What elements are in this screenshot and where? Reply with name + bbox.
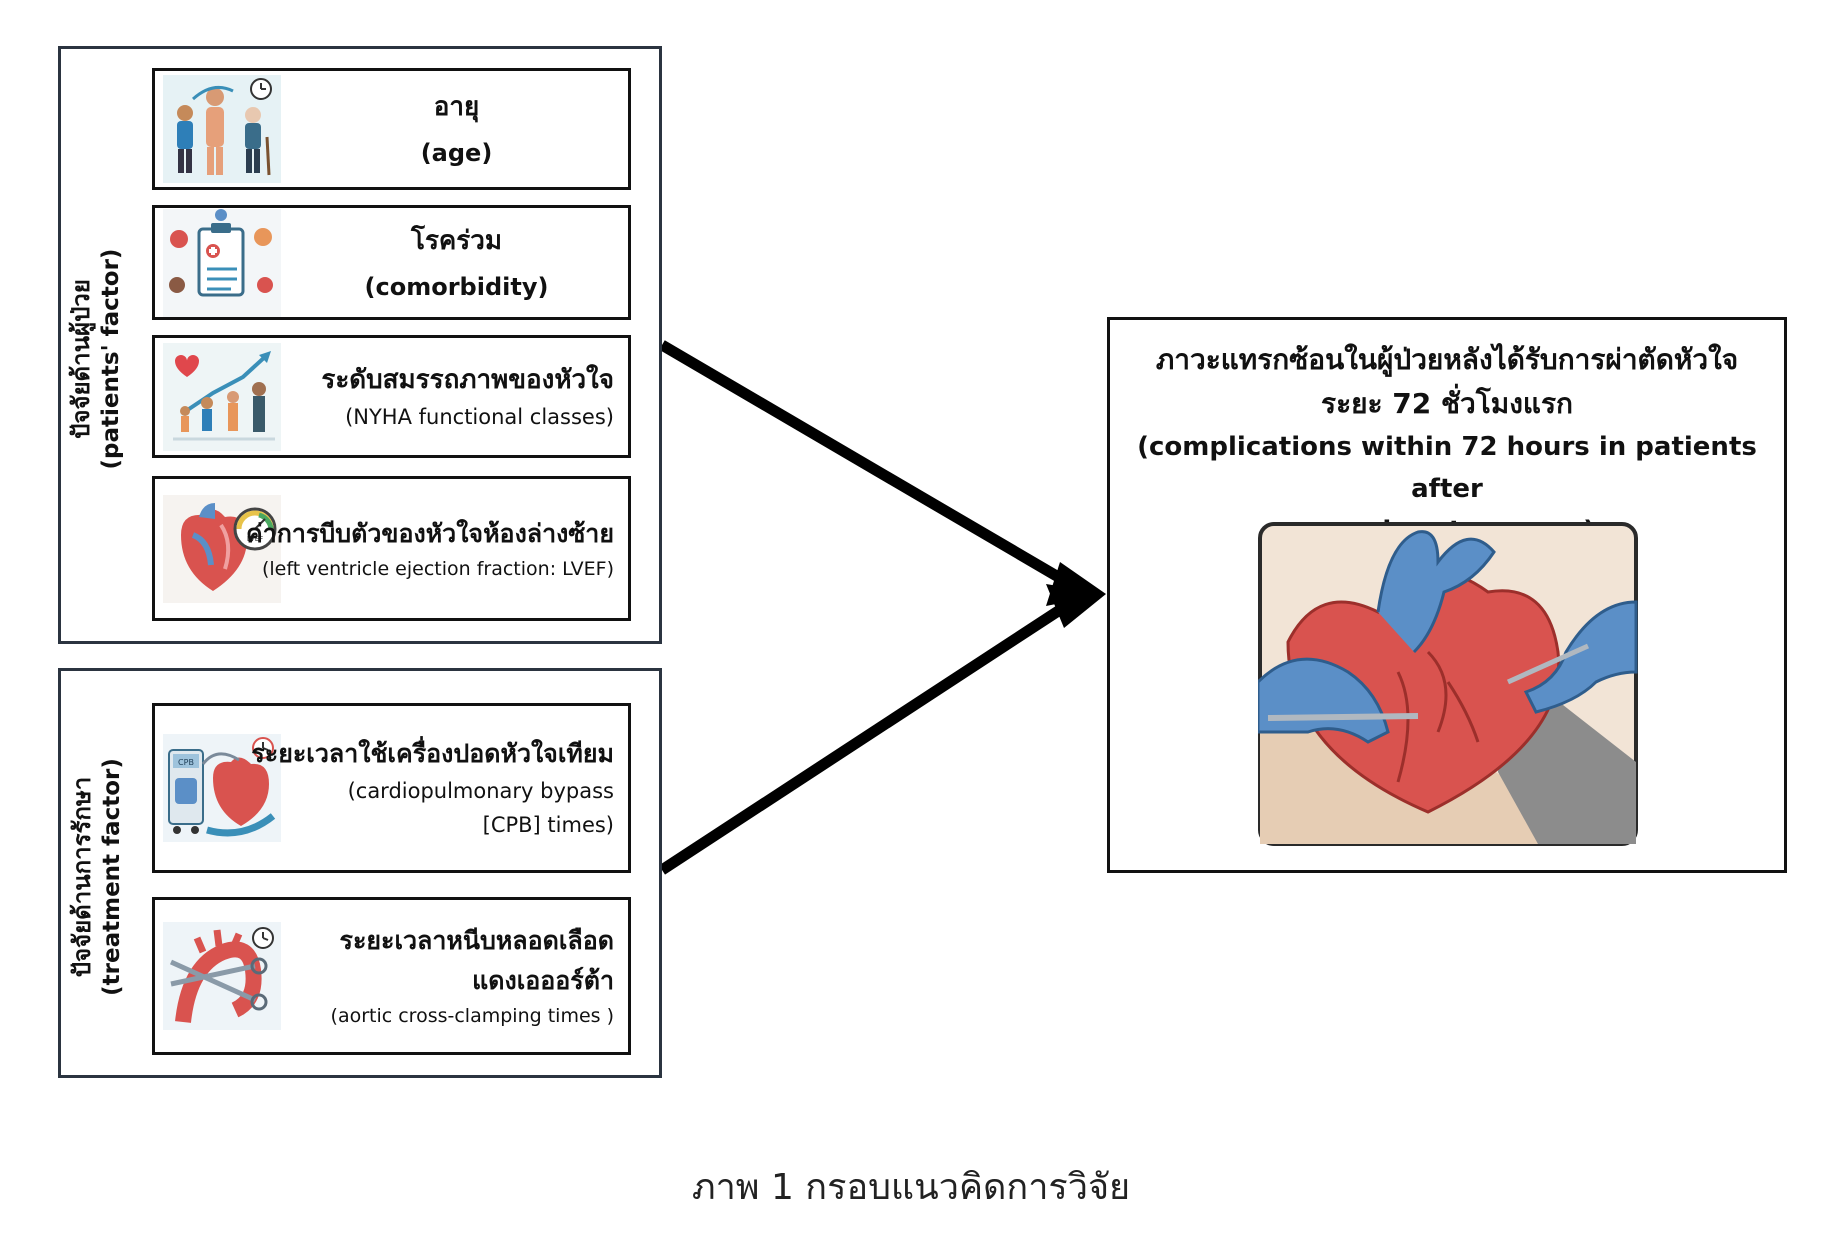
factor-title-en: [CPB] times): [482, 813, 614, 837]
arrow-treatment-to-outcome: [658, 597, 1076, 875]
factor-box-lvef: LVEF ค่าการบีบตัวของหัวใจห้องล่างซ้าย (l…: [152, 476, 631, 621]
factor-box-age: อายุ (age): [152, 68, 631, 190]
factor-title-th: โรคร่วม: [410, 225, 503, 256]
factor-title-th: ระยะเวลาหนีบหลอดเลือด: [339, 926, 614, 955]
factor-title-th: แดงเอออร์ต้า: [472, 966, 614, 995]
walking-people-icon: [163, 342, 281, 451]
factor-title-en: (comorbidity): [364, 272, 549, 301]
treatment-factor-label-en: (treatment factor): [99, 758, 125, 996]
factor-title-th: ระดับสมรรถภาพของหัวใจ: [321, 364, 614, 395]
factor-text-lvef: ค่าการบีบตัวของหัวใจห้องล่างซ้าย (left v…: [246, 479, 614, 618]
factor-box-nyha: ระดับสมรรถภาพของหัวใจ (NYHA functional c…: [152, 335, 631, 458]
aging-people-icon: [163, 75, 281, 183]
factor-title-en: (age): [420, 139, 493, 167]
outcome-title-en: (complications within 72 hours in patien…: [1137, 432, 1757, 504]
figure-caption: ภาพ 1 กรอบแนวคิดการวิจัย: [691, 1167, 1131, 1208]
treatment-factor-label-th: ปัจจัยด้านการรักษา: [68, 776, 96, 978]
factor-text-cpb: ระยะเวลาใช้เครื่องปอดหัวใจเทียม (cardiop…: [251, 706, 614, 870]
open-heart-surgery-illustration: [1258, 522, 1638, 846]
factor-box-cpb: CPB ระยะเวลาใช้เครื่องปอดหัวใจเทียม (car…: [152, 703, 631, 873]
treatment-factor-label: ปัจจัยด้านการรักษา (treatment factor): [67, 727, 127, 1027]
factor-title-en: (left ventricle ejection fraction: LVEF): [261, 557, 614, 580]
factor-text-aortic-clamp: ระยะเวลาหนีบหลอดเลือด แดงเอออร์ต้า (aort…: [331, 900, 614, 1052]
arrow-patients-to-outcome: [659, 340, 1075, 590]
patients-factor-group: ปัจจัยด้านผู้ป่วย (patients' factor): [58, 46, 662, 644]
factor-text-comorbidity: โรคร่วม (comorbidity): [285, 208, 628, 317]
factor-box-aortic-clamp: ระยะเวลาหนีบหลอดเลือด แดงเอออร์ต้า (aort…: [152, 897, 631, 1055]
outcome-box: ภาวะแทรกซ้อนในผู้ป่วยหลังได้รับการผ่าตัด…: [1107, 317, 1787, 873]
arrowhead: [1046, 584, 1106, 628]
factor-box-comorbidity: โรคร่วม (comorbidity): [152, 205, 631, 320]
patients-factor-label: ปัจจัยด้านผู้ป่วย (patients' factor): [66, 209, 126, 509]
machine-label: CPB: [178, 758, 194, 767]
aorta-clamp-icon: [163, 922, 281, 1030]
patients-factor-label-th: ปัจจัยด้านผู้ป่วย: [67, 279, 95, 439]
outcome-subtitle-th: ระยะ 72 ชั่วโมงแรก: [1321, 387, 1573, 420]
factor-title-en: (NYHA functional classes): [345, 404, 614, 429]
factor-text-nyha: ระดับสมรรถภาพของหัวใจ (NYHA functional c…: [321, 338, 614, 455]
factor-title-th: ค่าการบีบตัวของหัวใจห้องล่างซ้าย: [246, 518, 614, 548]
treatment-factor-group: ปัจจัยด้านการรักษา (treatment factor): [58, 668, 662, 1078]
patients-factor-label-en: (patients' factor): [98, 248, 124, 470]
factor-title-en: (aortic cross-clamping times ): [330, 1005, 614, 1027]
cpb-machine-icon: CPB: [163, 734, 281, 842]
factor-text-age: อายุ (age): [285, 71, 628, 187]
factor-title-th: อายุ: [433, 92, 480, 122]
medical-chart-icon: [163, 208, 281, 317]
heart-gauge-icon: LVEF: [163, 494, 281, 603]
factor-title-en: (cardiopulmonary bypass: [347, 779, 614, 803]
outcome-title-th: ภาวะแทรกซ้อนในผู้ป่วยหลังได้รับการผ่าตัด…: [1155, 343, 1739, 376]
factor-title-th: ระยะเวลาใช้เครื่องปอดหัวใจเทียม: [251, 739, 614, 768]
gauge-label: LVEF: [247, 535, 263, 543]
